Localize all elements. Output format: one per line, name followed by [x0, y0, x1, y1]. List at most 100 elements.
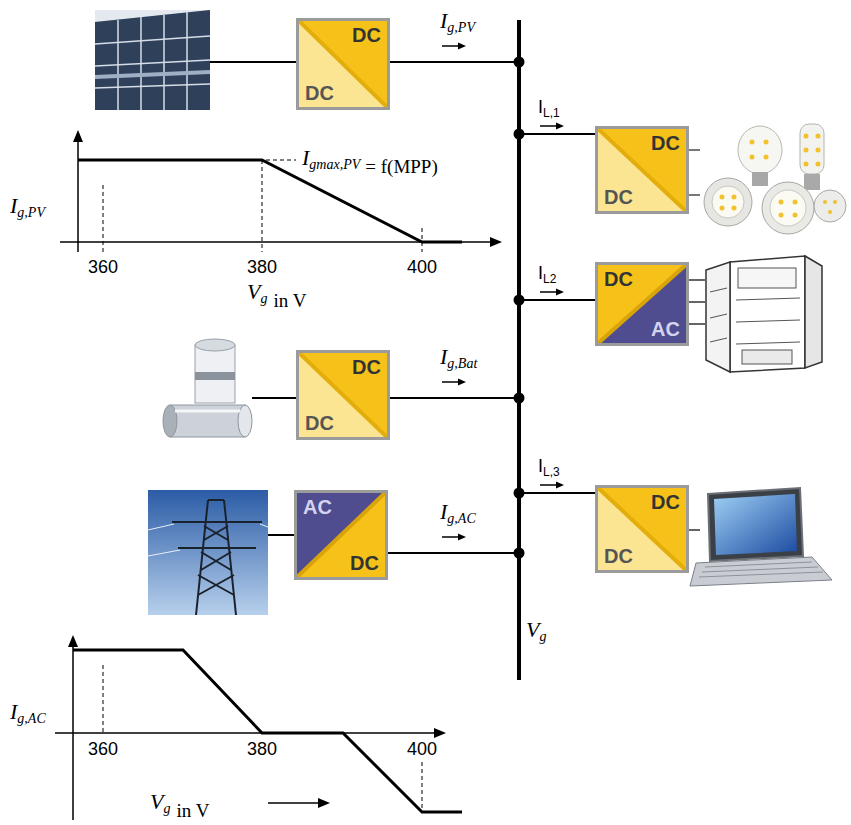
power-tower-photo-part-part	[201, 552, 231, 570]
converter-border	[296, 492, 387, 579]
power-tower-photo-part-part	[148, 524, 174, 530]
pv-panel-photo-part	[95, 10, 210, 110]
pv-characteristic-plot-part	[490, 237, 502, 247]
fridge-drawing-part	[706, 262, 730, 372]
fridge-drawing-part-part	[710, 288, 727, 292]
converter-label: DC	[651, 491, 680, 513]
fridge-drawing-part	[738, 268, 796, 288]
grid-lead	[268, 534, 294, 536]
led-lamps-photo-part-part	[779, 213, 784, 218]
current-direction-arrow	[540, 125, 558, 127]
axis-label: in V	[176, 800, 209, 822]
axis-label: Ig,AC	[10, 700, 46, 731]
grid-characteristic-plot-part-part	[422, 762, 423, 812]
connector-line	[521, 492, 595, 494]
converter-half	[595, 485, 689, 573]
power-tower-photo-part-part	[208, 499, 224, 501]
laptop-photo	[681, 488, 832, 586]
converter-half	[595, 485, 689, 573]
converter-half	[296, 350, 390, 440]
laptop-photo-part	[708, 488, 803, 561]
current-direction-arrow	[458, 43, 466, 50]
laptop-photo-part	[714, 494, 797, 555]
led-lamps-photo-part-part	[732, 206, 737, 211]
bus-connector	[514, 295, 596, 306]
grid-characteristic-plot-part	[318, 798, 330, 808]
bus-connector	[390, 57, 525, 68]
power-tower-photo-part-part	[198, 575, 234, 595]
pv-characteristic-plot-part-part	[262, 160, 263, 252]
led-lamps-photo-part-part	[816, 162, 821, 167]
bus-connector	[514, 488, 596, 499]
pv-characteristic-plot-part-part	[266, 160, 296, 161]
current-label: Ig,AC	[440, 500, 476, 531]
current-direction-arrow	[442, 381, 460, 383]
axis-label: Vg	[247, 280, 267, 311]
fridge-drawing	[681, 256, 822, 372]
led-lamps-photo-part	[738, 126, 782, 174]
converter-half	[595, 126, 689, 214]
current-direction-arrow	[442, 536, 460, 538]
led-lamps-photo-part-part	[750, 155, 755, 160]
power-tower-photo-part	[148, 490, 268, 615]
dc-bus-bar: Vg	[517, 20, 521, 680]
power-tower-photo-part-part	[172, 521, 262, 523]
grid-characteristic-plot-part	[268, 802, 320, 804]
axis-label: Ig,PV	[10, 194, 45, 225]
converter-label: DC	[651, 132, 680, 154]
pv-characteristic-plot-part-part	[103, 185, 104, 252]
current-label: IL,1	[538, 96, 560, 124]
tick-label: 400	[407, 257, 437, 277]
max-current-label: = f(MPP)	[365, 156, 437, 178]
converter-box: DCAC	[595, 262, 689, 346]
led-lamps-photo-part-part	[732, 195, 737, 200]
battery-photo-part	[175, 410, 240, 413]
led-lamps-photo-part-part	[779, 200, 784, 205]
pv-characteristic-plot	[60, 130, 502, 252]
power-tower-photo	[148, 490, 268, 615]
led-lamps-photo-part	[770, 190, 806, 226]
converter-half	[296, 18, 390, 110]
converter-half	[296, 18, 390, 110]
converter-box: ACDC	[294, 490, 388, 580]
led-lamps-photo-part	[752, 172, 768, 186]
current-direction-arrow	[556, 289, 564, 296]
converter-box: DCDC	[595, 126, 689, 214]
grid-characteristic-plot	[55, 635, 462, 820]
led-lamps-photo-part	[804, 174, 820, 190]
current-label: IL,3	[538, 455, 560, 483]
converter-half	[294, 490, 388, 580]
tick-label: 360	[88, 257, 118, 277]
led-lamps-photo-part-part	[720, 206, 725, 211]
power-tower-photo-part-part	[148, 550, 180, 556]
led-lamps-photo-part	[712, 186, 744, 218]
led-lamps-photo-part-part	[828, 210, 832, 214]
converter-label: DC	[350, 552, 379, 574]
power-tower-photo-part-part	[204, 526, 228, 540]
fridge-drawing-part	[742, 350, 792, 364]
converter-label: AC	[651, 318, 680, 340]
connector-line	[388, 552, 517, 554]
led-lamps-photo-part-part	[816, 148, 821, 153]
led-lamps-photo-part	[814, 190, 846, 222]
fridge-drawing-part-part	[736, 320, 800, 322]
power-tower-photo-part-part	[178, 547, 256, 549]
battery-photo-part	[170, 405, 245, 437]
pv-panel-photo-part-part	[95, 60, 210, 66]
current-direction-arrow	[556, 482, 564, 489]
connector-line	[390, 61, 517, 63]
current-direction-arrow	[540, 484, 558, 486]
pv-panel-photo-part-part	[95, 84, 210, 88]
power-tower-photo-part	[172, 500, 262, 615]
led-lamps-photo-part-part	[816, 134, 821, 139]
pv-panel-photo-part	[95, 10, 210, 110]
fridge-drawing-part-part	[710, 314, 727, 318]
converter-half	[595, 262, 689, 346]
converter-divider	[296, 350, 390, 440]
bus-voltage-label: Vg	[526, 618, 546, 649]
converter-border	[597, 487, 688, 572]
converter-divider	[294, 490, 388, 580]
led-lamps-photo-part	[800, 124, 824, 174]
led-lamps-photo-part-part	[764, 155, 769, 160]
power-tower-photo-part-part	[224, 500, 236, 615]
